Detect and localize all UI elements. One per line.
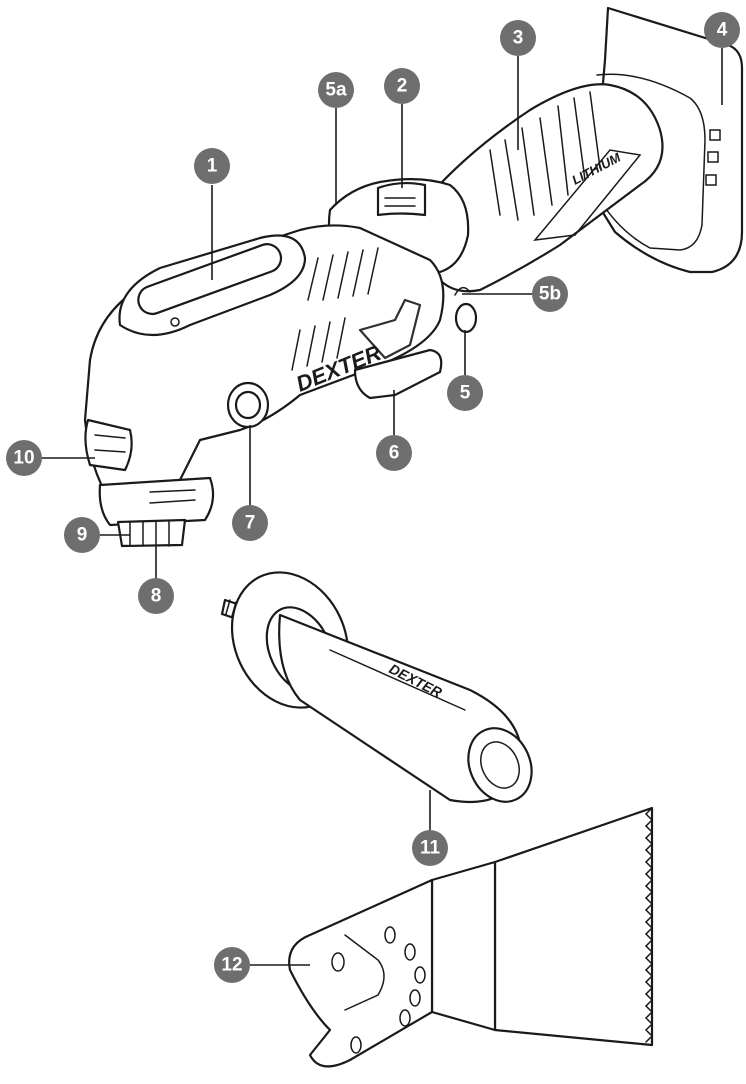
callout-2: 2: [384, 68, 420, 104]
label-2: 2: [397, 76, 408, 97]
callout-7: 7: [232, 505, 268, 541]
release-knob: [454, 286, 478, 334]
label-9: 9: [77, 525, 88, 546]
label-6: 6: [389, 443, 400, 464]
callout-9: 9: [64, 517, 100, 553]
callout-5b: 5b: [532, 276, 568, 312]
trigger-lever: [353, 348, 443, 400]
callout-11: 11: [412, 830, 448, 866]
callout-4: 4: [704, 12, 740, 48]
label-4: 4: [717, 20, 728, 41]
handle-grip: LITHIUM: [426, 83, 664, 293]
front-nose: [84, 418, 133, 472]
callout-5: 5: [447, 375, 483, 411]
label-5: 5: [460, 383, 471, 404]
power-switch: [118, 234, 307, 336]
label-5a: 5a: [325, 80, 347, 101]
blade-holder: [98, 476, 215, 548]
label-8: 8: [151, 586, 162, 607]
saw-blade: [288, 806, 654, 1068]
leader-lines: [42, 48, 723, 966]
callout-5a: 5a: [318, 72, 354, 108]
label-7: 7: [245, 513, 256, 534]
label-12: 12: [221, 955, 242, 976]
callout-12: 12: [214, 947, 250, 983]
label-3: 3: [513, 28, 524, 49]
auxiliary-handle: DEXTER: [220, 571, 533, 804]
multi-tool-body: LITHIUM DEXTER: [83, 6, 744, 548]
callout-3: 3: [500, 20, 536, 56]
label-11: 11: [420, 838, 441, 859]
label-10: 10: [13, 448, 34, 469]
label-5b: 5b: [539, 284, 561, 305]
label-1: 1: [207, 156, 218, 177]
callout-10: 10: [6, 440, 42, 476]
callout-6: 6: [376, 435, 412, 471]
callout-8: 8: [138, 578, 174, 614]
lock-button: [226, 381, 270, 429]
callout-1: 1: [194, 148, 230, 184]
